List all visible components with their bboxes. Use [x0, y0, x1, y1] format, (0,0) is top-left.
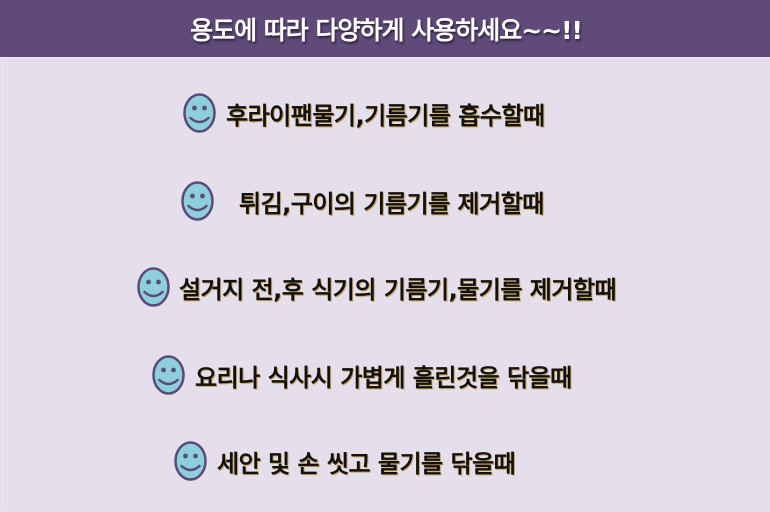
list-item-label: 요리나 식사시 가볍게 흘린것을 닦을때	[195, 363, 572, 392]
list-item: 요리나 식사시 가볍게 흘린것을 닦을때	[152, 352, 572, 398]
smiley-icon	[152, 355, 185, 395]
smiley-icon	[181, 181, 214, 221]
usage-list: 후라이팬물기,기름기를 흡수할때 튀김,구이의 기름기를 제거할때 설거지 전,…	[2, 58, 769, 510]
list-item-label: 세안 및 손 씻고 물기를 닦을때	[217, 449, 516, 478]
list-item: 후라이팬물기,기름기를 흡수할때	[183, 90, 545, 136]
header-banner: 용도에 따라 다양하게 사용하세요~~!!	[0, 0, 770, 58]
list-item-label: 튀김,구이의 기름기를 제거할때	[239, 189, 544, 218]
list-item: 설거지 전,후 식기의 기름기,물기를 제거할때	[137, 264, 617, 310]
page-title: 용도에 따라 다양하게 사용하세요~~!!	[190, 15, 583, 45]
list-item-label: 후라이팬물기,기름기를 흡수할때	[226, 101, 545, 130]
smiley-icon	[183, 93, 216, 133]
list-item: 튀김,구이의 기름기를 제거할때	[181, 178, 544, 224]
smiley-icon	[174, 441, 207, 481]
list-item: 세안 및 손 씻고 물기를 닦을때	[174, 438, 516, 484]
list-item-label: 설거지 전,후 식기의 기름기,물기를 제거할때	[179, 275, 617, 304]
smiley-icon	[137, 267, 170, 307]
